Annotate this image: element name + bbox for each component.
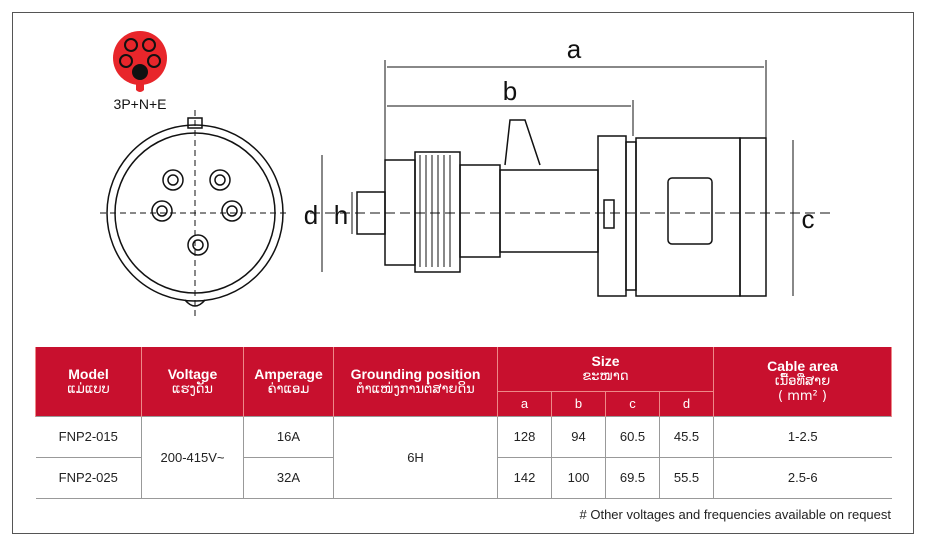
cell-d: 45.5 (659, 415, 714, 458)
table-row: FNP2-025 32A 142 100 69.5 55.5 2.5-6 (35, 456, 892, 499)
dim-a-label: a (567, 34, 582, 64)
pin-config-icon (113, 31, 167, 92)
table-row: FNP2-015 200-415V~ 16A 6H 128 94 60.5 45… (35, 415, 892, 499)
cell-model: FNP2-025 (35, 456, 142, 499)
header-size-d: d (659, 390, 714, 416)
cell-model: FNP2-015 (35, 415, 142, 458)
plug-side-view (310, 60, 830, 297)
cell-voltage: 200-415V~ (141, 415, 244, 499)
dim-h-label: h (334, 200, 348, 230)
cell-a: 142 (497, 456, 552, 499)
cell-b: 100 (551, 456, 606, 499)
header-size-a: a (497, 390, 552, 416)
cell-c: 69.5 (605, 456, 660, 499)
border-frame (12, 12, 914, 534)
header-size-b: b (551, 390, 606, 416)
header-size-c: c (605, 390, 660, 416)
cell-c: 60.5 (605, 415, 660, 458)
cell-d: 55.5 (659, 456, 714, 499)
dim-c-label: c (802, 204, 815, 234)
cell-amperage: 16A (243, 415, 334, 458)
cell-grounding: 6H (333, 415, 498, 499)
cell-cable: 2.5-6 (713, 456, 892, 499)
cell-b: 94 (551, 415, 606, 458)
plug-drawing: 3P+N+E a b c d h (100, 31, 830, 318)
cell-amperage: 32A (243, 456, 334, 499)
dim-b-label: b (503, 76, 517, 106)
cell-a: 128 (497, 415, 552, 458)
footnote: # Other voltages and frequencies availab… (579, 507, 891, 522)
plug-face-view (100, 110, 290, 318)
dim-d-label: d (304, 200, 318, 230)
cell-cable: 1-2.5 (713, 415, 892, 458)
pin-config-label: 3P+N+E (114, 96, 167, 112)
